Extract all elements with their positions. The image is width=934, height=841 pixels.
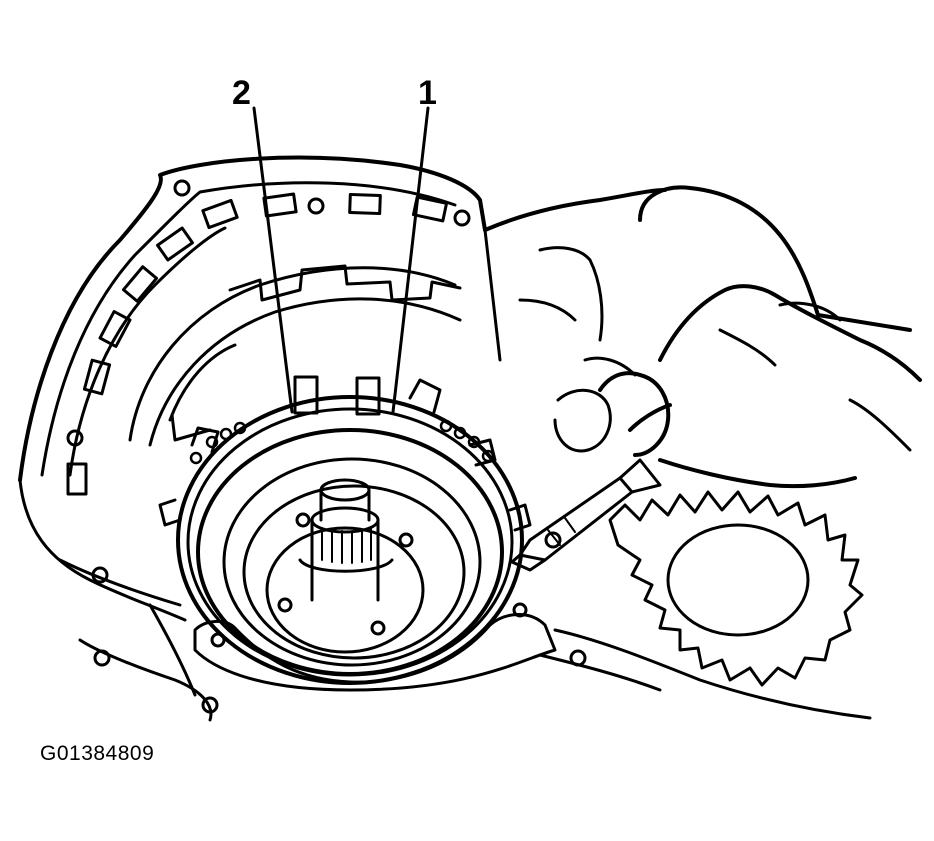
gear bbox=[608, 490, 864, 687]
leader-line-1 bbox=[391, 106, 430, 414]
callout-leaders bbox=[252, 106, 430, 414]
clutch-drum bbox=[128, 264, 462, 447]
transmission-housing bbox=[18, 155, 872, 722]
figure-id: G01384809 bbox=[40, 742, 155, 765]
hub bbox=[265, 512, 425, 654]
screwdriver bbox=[510, 458, 662, 572]
leader-line-2 bbox=[252, 106, 294, 414]
hand bbox=[553, 185, 922, 489]
lower-flange bbox=[193, 602, 557, 692]
callout-2: 2 bbox=[232, 74, 251, 112]
housing-ribs bbox=[66, 192, 449, 496]
input-shaft bbox=[298, 478, 394, 602]
snap-ring bbox=[176, 395, 524, 685]
callout-1: 1 bbox=[418, 74, 437, 112]
housing-bolt-holes bbox=[66, 179, 587, 714]
retaining-plate bbox=[196, 428, 504, 676]
